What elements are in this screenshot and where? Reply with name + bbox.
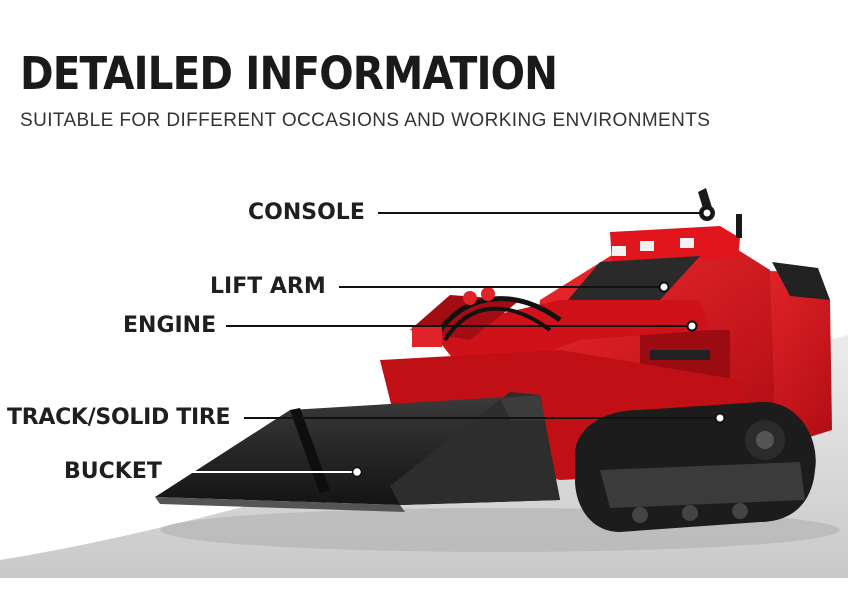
callout-label-console: CONSOLE	[248, 200, 365, 225]
track-marker	[714, 412, 726, 424]
page-subtitle: SUITABLE FOR DIFFERENT OCCASIONS AND WOR…	[20, 110, 711, 131]
callout-label-engine: ENGINE	[123, 313, 217, 338]
callout-lines	[166, 207, 726, 478]
lift-arm-marker	[658, 281, 670, 293]
mini-skid-steer-loader	[155, 188, 832, 532]
page-title: DETAILED INFORMATION	[20, 47, 558, 100]
bucket-marker	[351, 466, 363, 478]
callout-label-lift-arm: LIFT ARM	[210, 274, 326, 299]
console-marker	[701, 207, 713, 219]
callout-label-bucket: BUCKET	[64, 459, 162, 484]
callout-label-track-solid-tire: TRACK/SOLID TIRE	[7, 405, 231, 430]
engine-marker	[686, 320, 698, 332]
